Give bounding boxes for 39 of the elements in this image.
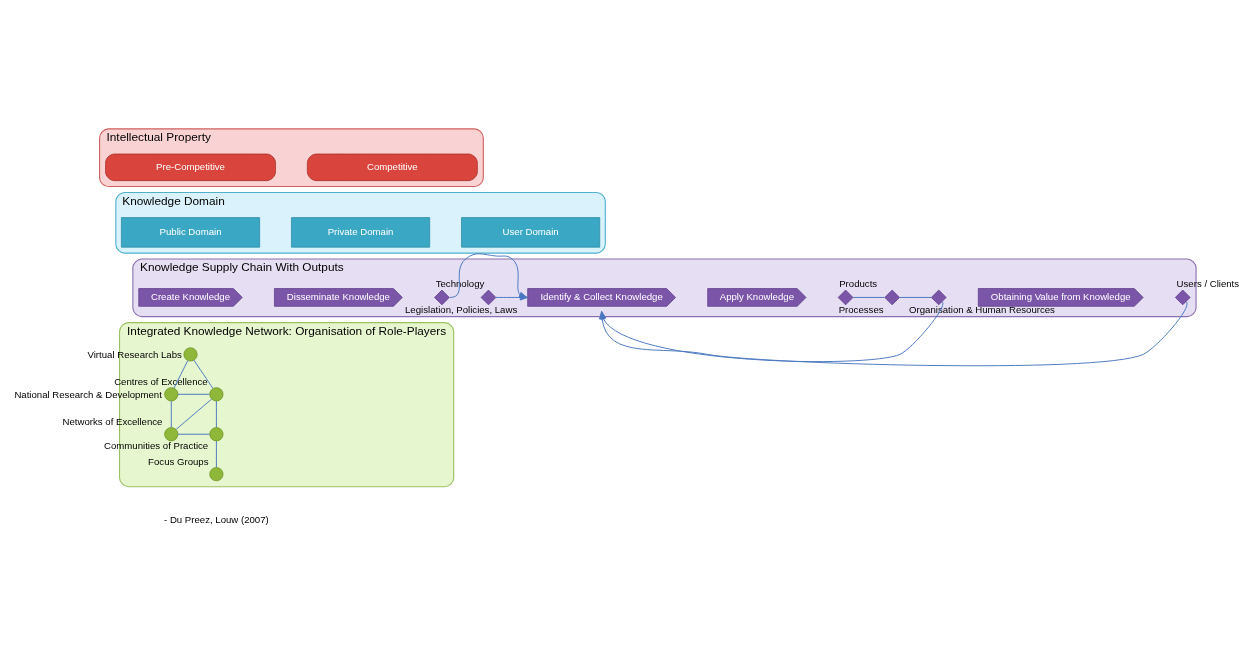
node-box: Private Domain [291,217,431,248]
node-label: Users / Clients [1176,278,1240,290]
node-label: Products [839,278,878,290]
connector [175,398,213,430]
node-box: Public Domain [121,217,260,248]
connector [215,400,217,428]
node-label: Technology [435,278,485,290]
node-diamond [837,289,854,306]
connector [215,440,217,468]
node-circle [209,387,224,402]
node-diamond [480,289,497,306]
node-label: National Research & Development [14,389,162,401]
node-box: User Domain [461,217,601,248]
node-label: Focus Groups [148,455,209,467]
node-diamond [434,289,450,306]
node-circle [183,347,198,362]
node-circle [164,427,179,442]
node-label: Legislation, Policies, Laws [405,303,518,315]
node-circle [209,427,224,442]
label: - Du Preez, Louw (2007) [164,514,269,526]
node-label: Centres of Excellence [114,375,208,387]
connector [899,296,932,298]
node-label: Communities of Practice [104,439,209,451]
node-box: Pre-Competitive [105,153,276,181]
node-label: Virtual Research Labs [87,349,182,361]
connector [173,360,189,389]
connector [177,393,210,395]
node-label: Processes [838,303,884,315]
connector [170,400,172,428]
connector [193,359,214,389]
node-diamond [1175,289,1191,306]
connector [852,296,886,298]
node-circle [164,387,179,402]
node-diamond [931,289,947,306]
node-diamond [884,289,900,306]
connector [177,433,210,435]
node-label: Networks of Excellence [62,415,163,427]
node-circle [209,467,224,482]
node-box: Competitive [306,153,478,181]
